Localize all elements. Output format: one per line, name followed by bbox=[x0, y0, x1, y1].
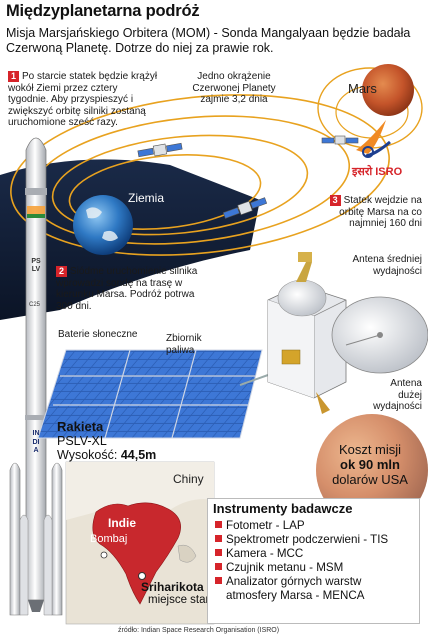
bullet-icon bbox=[215, 577, 222, 584]
cost-line-1: Koszt misji bbox=[338, 442, 402, 457]
instruments-title: Instrumenty badawcze bbox=[213, 501, 353, 516]
instruments-panel: Instrumenty badawcze Fotometr - LAP Spek… bbox=[207, 498, 420, 624]
medium-gain-antenna-label: Antena średniej wydajności bbox=[352, 254, 423, 277]
step-3-number: 3 bbox=[329, 195, 341, 206]
page-subtitle: Misja Marsjańskiego Orbitera (MOM) - Son… bbox=[6, 26, 411, 55]
step-3-text: Statek wejdzie na orbitę Marsa na co naj… bbox=[339, 195, 422, 229]
map-bombay-label: Bombaj bbox=[90, 533, 128, 545]
earth-label: Ziemia bbox=[128, 191, 165, 205]
rocket-code: C25 bbox=[29, 302, 41, 308]
step-1-text: Po starcie statek będzie krążył wokół Zi… bbox=[8, 71, 158, 128]
bullet-icon bbox=[215, 521, 222, 528]
rocket-name: PSLV-XL bbox=[57, 434, 107, 448]
solar-panels-label: Baterie słoneczne bbox=[58, 329, 138, 340]
source-note: źródło: Indian Space Research Organisati… bbox=[118, 627, 280, 634]
cost-line-2: ok 90 mln bbox=[340, 457, 400, 472]
rocket-heading: Rakieta bbox=[57, 419, 104, 434]
rocket-height-label: Wysokość: bbox=[57, 448, 118, 462]
step-1-number: 1 bbox=[8, 71, 19, 82]
instrument-item: Fotometr - LAP bbox=[215, 519, 419, 533]
mission-cost: Koszt misji ok 90 mln dolarów USA bbox=[312, 442, 428, 487]
high-gain-antenna-label: Antena dużej wydajności bbox=[373, 378, 422, 412]
page-title: Międzyplanetarna podróż bbox=[6, 2, 200, 20]
bullet-icon bbox=[215, 535, 222, 542]
instrument-item: Kamera - MCC bbox=[215, 547, 419, 561]
bullet-icon bbox=[215, 549, 222, 556]
map-china-label: Chiny bbox=[173, 472, 204, 486]
map-india-label: Indie bbox=[108, 516, 137, 530]
bullet-icon bbox=[215, 563, 222, 570]
instrument-item: Czujnik metanu - MSM bbox=[215, 561, 419, 575]
step-2-text: Siódme uruchomienie silnika wprowadzi so… bbox=[56, 266, 198, 312]
isro-logo-text: इसरो ISRO bbox=[352, 166, 403, 178]
fuel-tank-label: Zbiornik paliwa bbox=[166, 333, 202, 356]
cost-line-3: dolarów USA bbox=[332, 472, 408, 487]
instrument-item: Spektrometr podczerwieni - TIS bbox=[215, 533, 419, 547]
mars-label: Mars bbox=[348, 81, 377, 96]
rocket-body-text: PSLV bbox=[31, 258, 41, 273]
rocket-info: Rakieta PSLV-XL Wysokość: 44,5m bbox=[57, 419, 157, 463]
instrument-item: Analizator górnych warstw bbox=[215, 575, 419, 589]
rocket-height-value: 44,5m bbox=[120, 448, 157, 462]
orbit-note: Jedno okrążenie Czerwonej Planety zajmie… bbox=[192, 71, 276, 105]
instrument-item-continued: atmosfery Marsa - MENCA bbox=[226, 589, 365, 602]
step-2-number: 2 bbox=[56, 266, 67, 277]
map-site-label: Sriharikota bbox=[141, 580, 204, 594]
rocket-country-text: INDIA bbox=[32, 430, 40, 454]
map-site-caption: miejsce startu bbox=[148, 594, 219, 606]
